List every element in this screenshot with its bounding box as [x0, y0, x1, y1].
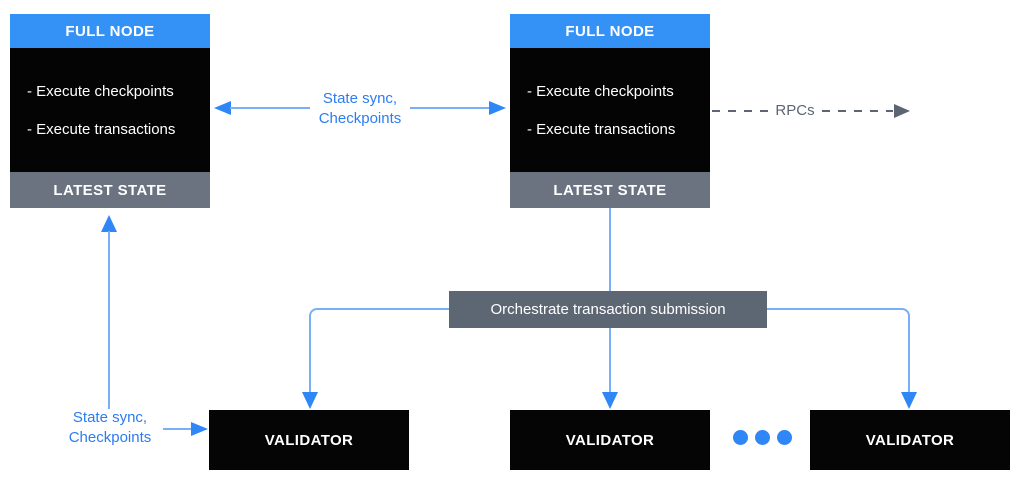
full-node-right-body: - Execute checkpoints - Execute transact…	[510, 48, 710, 172]
branch-right-hline	[767, 308, 901, 310]
orchestrator-line-bottom	[609, 328, 611, 392]
orchestrator-box: Orchestrate transaction submission	[449, 291, 767, 328]
state-sync-arrowhead-right-icon	[489, 101, 506, 115]
full-node-left-header: FULL NODE	[10, 14, 210, 48]
branch-left-vline	[309, 317, 311, 392]
orchestrator-line-top	[609, 208, 611, 291]
full-node-left-footer: LATEST STATE	[10, 172, 210, 208]
state-sync-top-label: State sync, Checkpoints	[300, 89, 420, 129]
ellipsis-dots	[733, 430, 792, 445]
rpcs-dash-left	[712, 110, 770, 112]
rpcs-dash-right	[822, 110, 893, 112]
state-sync-line-right	[410, 107, 490, 109]
branch-left-corner	[309, 308, 319, 318]
ellipsis-dot-icon	[755, 430, 770, 445]
ellipsis-dot-icon	[733, 430, 748, 445]
state-sync-bottom-label-line2: Checkpoints	[68, 429, 152, 446]
validator-middle-arrowhead-icon	[602, 392, 618, 409]
full-node-right: FULL NODE - Execute checkpoints - Execut…	[510, 14, 710, 208]
state-sync-line-left	[230, 107, 310, 109]
validator-middle: VALIDATOR	[510, 410, 710, 470]
full-node-left-body-line: - Execute transactions	[27, 120, 176, 138]
validator-right: VALIDATOR	[810, 410, 1010, 470]
state-sync-bottom-label: State sync, Checkpoints	[50, 408, 170, 448]
bottom-sync-vline	[108, 231, 110, 409]
full-node-left-body: - Execute checkpoints - Execute transact…	[10, 48, 210, 172]
bottom-sync-arrowhead-icon	[191, 422, 208, 436]
rpcs-label: RPCs	[775, 102, 815, 119]
full-node-right-body-line: - Execute checkpoints	[527, 82, 674, 100]
bottom-sync-hline	[163, 428, 193, 430]
latest-state-arrowhead-icon	[101, 215, 117, 232]
validator-left: VALIDATOR	[209, 410, 409, 470]
full-node-right-footer: LATEST STATE	[510, 172, 710, 208]
branch-right-vline	[908, 317, 910, 392]
ellipsis-dot-icon	[777, 430, 792, 445]
rpcs-arrowhead-icon	[894, 104, 910, 118]
full-node-left-body-line: - Execute checkpoints	[27, 82, 174, 100]
full-node-left: FULL NODE - Execute checkpoints - Execut…	[10, 14, 210, 208]
validator-left-arrowhead-icon	[302, 392, 318, 409]
validator-right-arrowhead-icon	[901, 392, 917, 409]
branch-left-hline	[318, 308, 449, 310]
full-node-right-body-line: - Execute transactions	[527, 120, 676, 138]
state-sync-bottom-label-line1: State sync,	[72, 409, 148, 426]
state-sync-top-label-line2: Checkpoints	[318, 110, 402, 127]
branch-right-corner	[900, 308, 910, 318]
full-node-right-header: FULL NODE	[510, 14, 710, 48]
state-sync-top-label-line1: State sync,	[322, 90, 398, 107]
state-sync-arrowhead-left-icon	[214, 101, 231, 115]
